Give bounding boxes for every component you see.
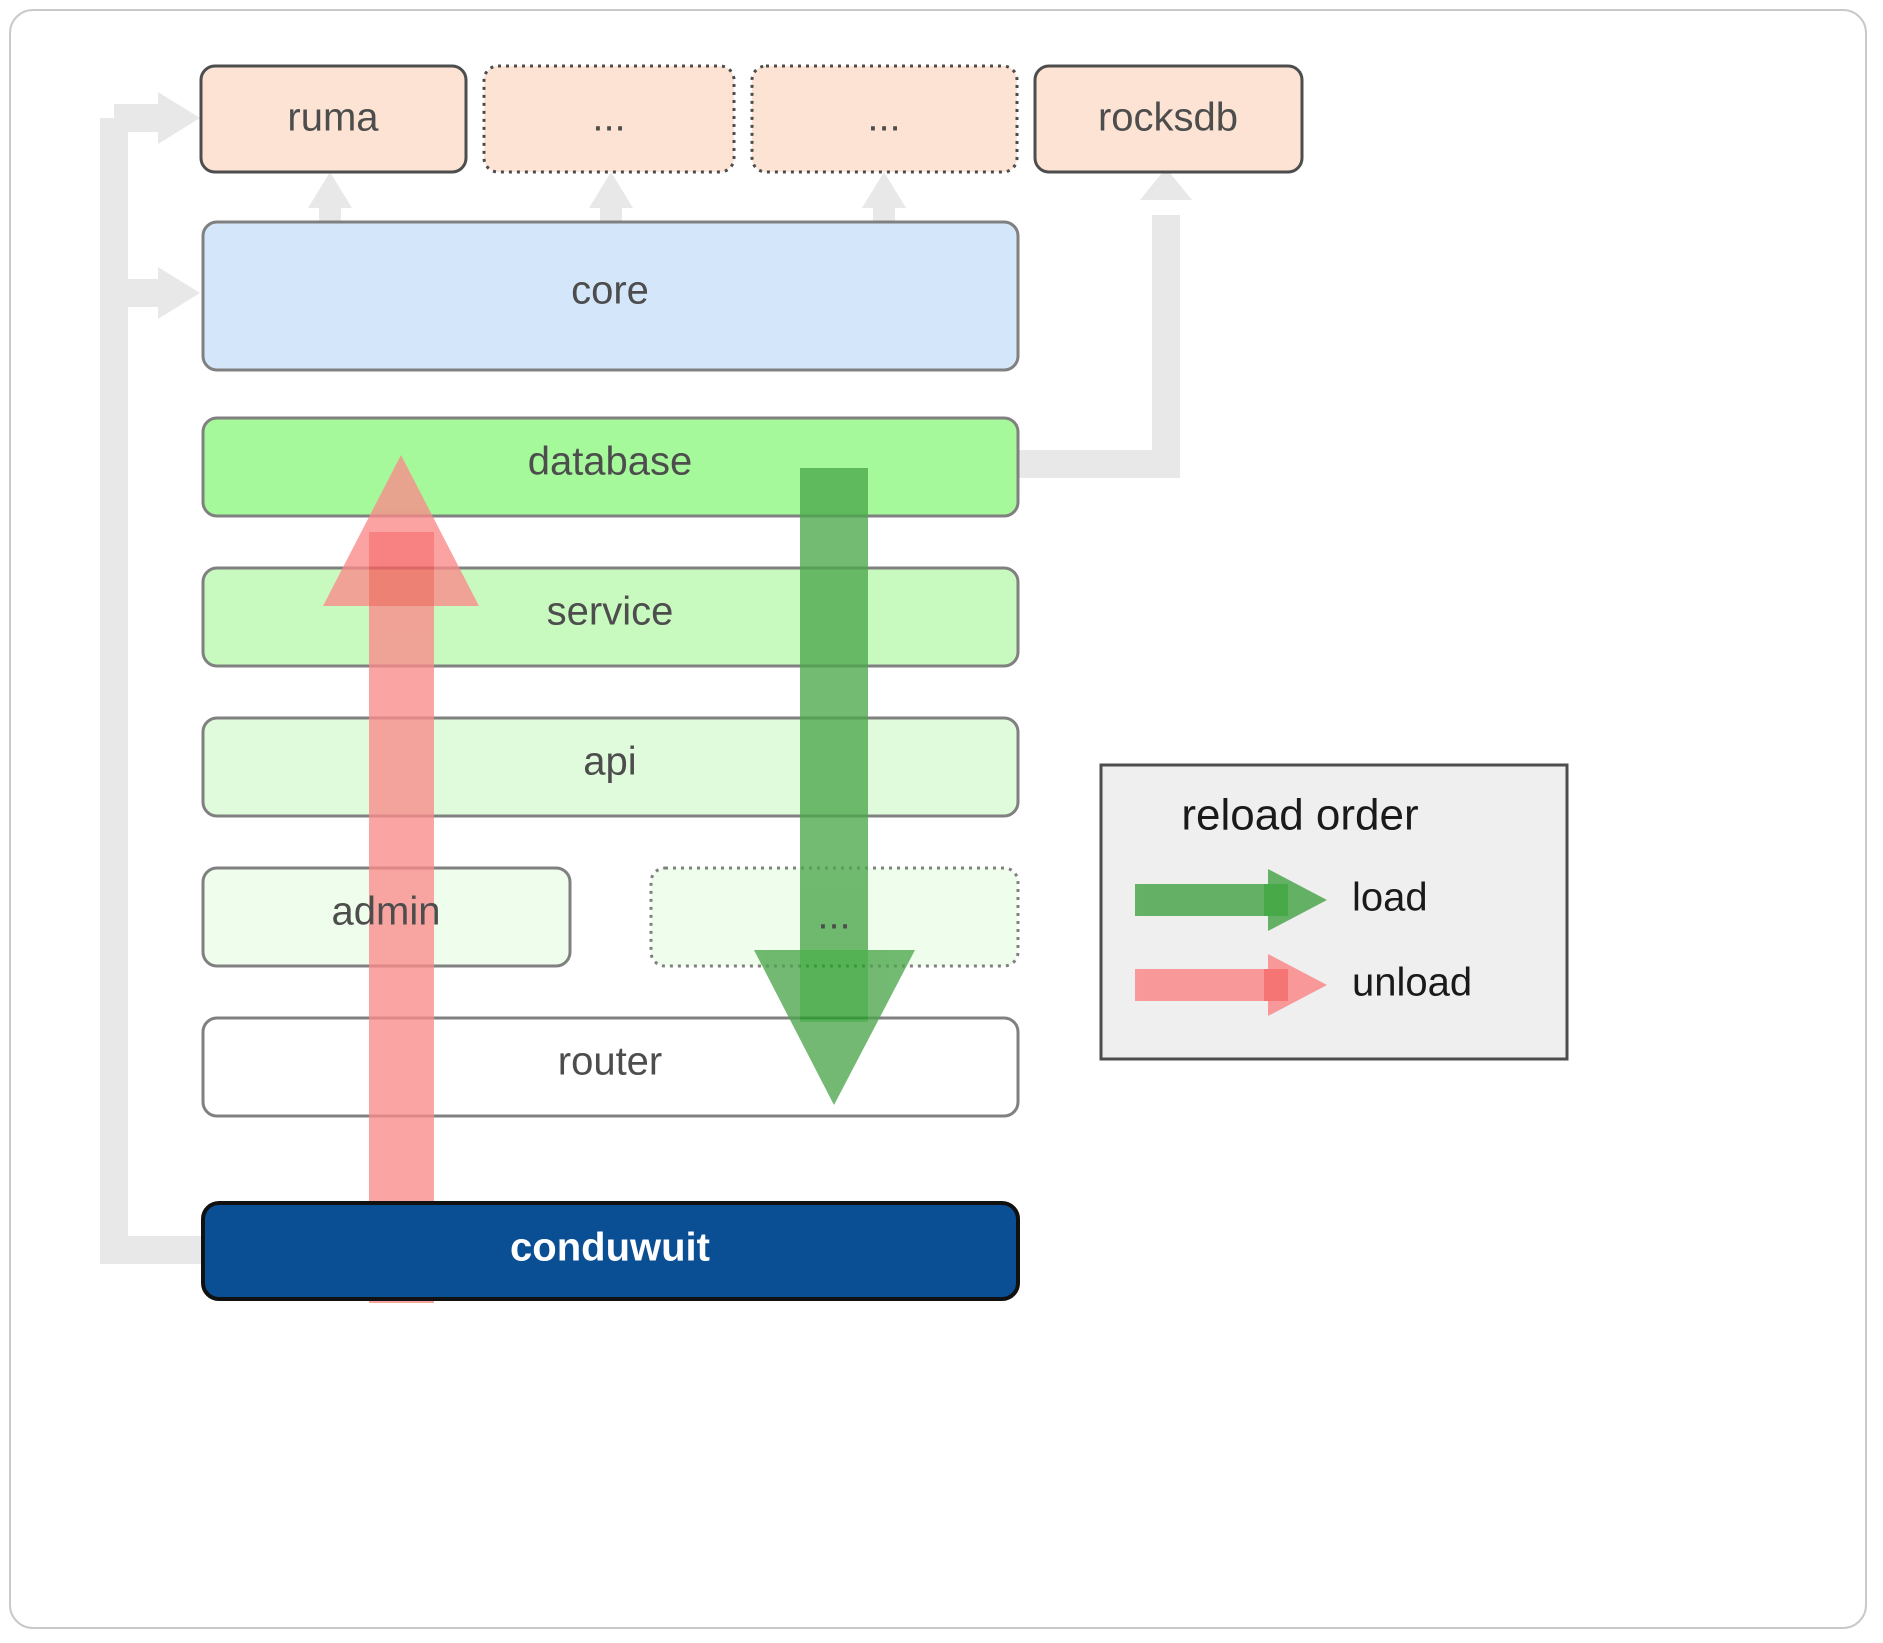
legend-unload-shaft-outer xyxy=(1135,969,1285,1001)
connector-to-ruma-arrowhead xyxy=(158,92,200,144)
external-box-rocksdb[interactable]: rocksdb xyxy=(1033,64,1304,174)
external-box-dots-2[interactable]: ... xyxy=(750,64,1019,174)
legend-title: reload order xyxy=(1181,791,1418,840)
unload-arrow xyxy=(323,455,479,1303)
external-box-rocksdb-rect[interactable] xyxy=(1033,64,1304,174)
root-box-conduwuit[interactable]: conduwuit xyxy=(201,1201,1020,1301)
external-box-ruma-label: ruma xyxy=(287,96,379,140)
legend: reload order load unload xyxy=(1099,763,1569,1061)
core-box-label: core xyxy=(571,269,649,313)
load-arrow-shaft-inner xyxy=(800,950,868,1022)
external-box-dots-2-rect[interactable] xyxy=(750,64,1019,174)
layer-box-service-label: service xyxy=(547,590,674,634)
layer-box-api-label: api xyxy=(583,740,636,784)
connector-rocksdb-arrowhead xyxy=(1140,168,1192,200)
external-box-rocksdb-label: rocksdb xyxy=(1098,96,1238,140)
legend-load-shaft-inner xyxy=(1264,884,1288,916)
core-box[interactable]: core xyxy=(201,220,1020,372)
layer-box-dots-label: ... xyxy=(817,894,850,938)
unload-arrow-shaft-outer xyxy=(369,555,434,1303)
unload-arrow-head xyxy=(323,455,479,606)
external-box-dots-2-label: ... xyxy=(867,96,900,140)
legend-item-load xyxy=(1135,869,1327,931)
external-box-dots-1[interactable]: ... xyxy=(482,64,736,174)
load-arrow-shaft-outer xyxy=(800,468,868,1021)
legend-load-shaft-outer xyxy=(1135,884,1285,916)
core-up-head-1 xyxy=(308,172,352,208)
root-box-conduwuit-label: conduwuit xyxy=(510,1226,710,1270)
external-crate-row: ruma ... ... rocksdb xyxy=(199,64,1304,174)
layer-labels: database service api admin ... router xyxy=(332,440,851,1084)
connector-core-up-arrows xyxy=(308,172,906,228)
layer-box-router-label: router xyxy=(558,1040,663,1084)
load-arrow-head xyxy=(754,950,915,1105)
connector-to-core-arrowhead xyxy=(158,267,200,319)
external-box-dots-1-label: ... xyxy=(592,96,625,140)
legend-load-label: load xyxy=(1352,876,1428,920)
connector-database-to-rocksdb xyxy=(1018,215,1180,478)
legend-unload-label: unload xyxy=(1352,961,1472,1005)
external-box-ruma[interactable]: ruma xyxy=(199,64,468,174)
external-box-ruma-rect[interactable] xyxy=(199,64,468,174)
root-box-conduwuit-rect[interactable] xyxy=(201,1201,1020,1301)
unload-arrow-shaft-inner xyxy=(369,532,434,606)
legend-item-unload xyxy=(1135,954,1327,1016)
external-box-dots-1-rect[interactable] xyxy=(482,64,736,174)
load-arrow xyxy=(754,468,915,1105)
core-box-rect[interactable] xyxy=(201,220,1020,372)
layer-box-admin-label: admin xyxy=(332,890,441,934)
core-up-head-2 xyxy=(589,172,633,208)
core-up-head-3 xyxy=(862,172,906,208)
layer-box-database-label: database xyxy=(528,440,693,484)
legend-unload-shaft-inner xyxy=(1264,969,1288,1001)
